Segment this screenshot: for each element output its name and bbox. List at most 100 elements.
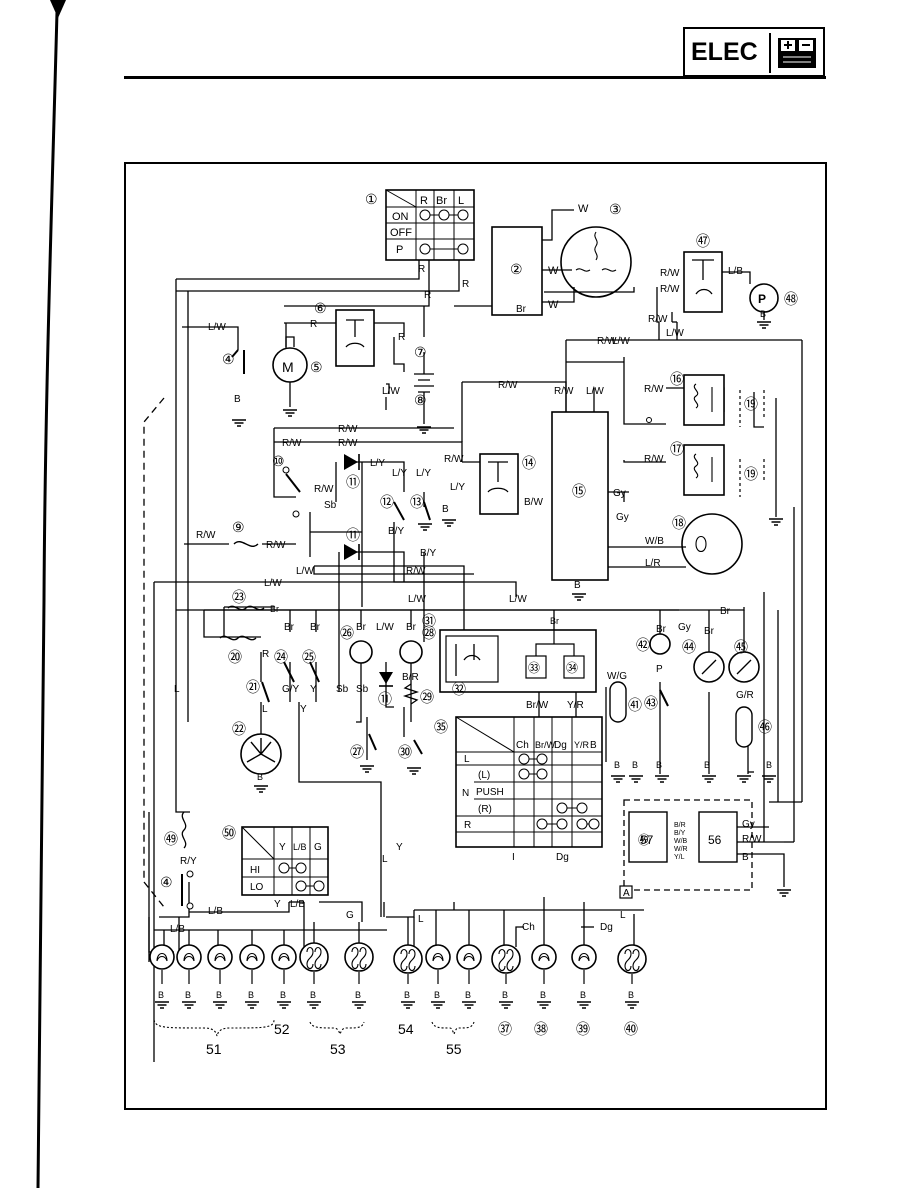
svg-text:L/B: L/B — [170, 924, 185, 935]
svg-text:B: B — [234, 394, 241, 405]
svg-text:P: P — [758, 292, 766, 306]
svg-text:W/G: W/G — [607, 671, 627, 682]
col-l: L — [458, 195, 464, 207]
row-lo: LO — [250, 882, 264, 893]
svg-text:Br/W: Br/W — [526, 700, 549, 711]
svg-text:②: ② — [510, 261, 523, 277]
svg-text:R/W: R/W — [266, 540, 286, 551]
svg-text:R/W: R/W — [597, 336, 617, 347]
svg-text:R/W: R/W — [644, 454, 664, 465]
svg-text:R/W: R/W — [554, 386, 574, 397]
svg-text:R: R — [462, 279, 469, 290]
svg-text:L/W: L/W — [586, 386, 604, 397]
row-paren-r: (R) — [478, 804, 492, 815]
svg-text:L/Y: L/Y — [416, 468, 431, 479]
svg-text:L/W: L/W — [208, 322, 226, 333]
svg-text:G/Y: G/Y — [282, 684, 300, 695]
svg-text:⑫: ⑫ — [380, 494, 394, 510]
svg-text:R: R — [424, 290, 431, 301]
component-number-1: ① — [365, 191, 378, 207]
svg-text:B: B — [760, 309, 766, 319]
svg-text:L/Y: L/Y — [450, 482, 465, 493]
svg-text:⑰: ⑰ — [670, 441, 684, 457]
svg-text:⑩: ⑩ — [272, 453, 285, 469]
col-yr: Y/R — [574, 740, 590, 750]
svg-text:B: B — [355, 990, 361, 1000]
svg-text:⑥: ⑥ — [314, 300, 327, 316]
svg-text:R/W: R/W — [648, 314, 668, 325]
svg-text:W: W — [548, 299, 559, 311]
svg-text:Dg: Dg — [600, 922, 613, 933]
svg-text:③: ③ — [609, 201, 622, 217]
svg-text:B: B — [310, 990, 316, 1000]
col-dg: Dg — [554, 740, 567, 751]
svg-text:Y/R: Y/R — [567, 700, 584, 711]
svg-text:Sb: Sb — [336, 684, 349, 695]
section-badge: ELEC — [683, 27, 825, 77]
inset-terminal-4: W/R — [674, 846, 688, 853]
component-number-50: ㊿ — [222, 825, 236, 841]
svg-text:Br: Br — [656, 624, 667, 635]
component-number-35: ㉟ — [434, 719, 448, 735]
svg-text:㉚: ㉚ — [398, 744, 412, 760]
svg-text:51: 51 — [206, 1041, 222, 1057]
svg-text:Br: Br — [720, 606, 731, 617]
svg-text:㉛: ㉛ — [422, 613, 436, 629]
svg-text:Y: Y — [300, 704, 307, 715]
turn-switch-table: ㉟ Ch Br/W Dg Y/R B L (L) N PUSH (R) R I … — [434, 716, 603, 863]
svg-text:Y: Y — [396, 842, 403, 853]
inset-label: A — [623, 888, 630, 899]
svg-text:㉕: ㉕ — [302, 649, 316, 665]
svg-text:B: B — [442, 504, 449, 515]
svg-text:Br: Br — [284, 622, 295, 633]
svg-text:R: R — [262, 649, 269, 660]
svg-text:⑳: ⑳ — [228, 649, 242, 665]
main-switch-table: ① R Br L ON OFF P — [365, 189, 475, 261]
row-r: R — [464, 820, 471, 831]
svg-text:R/W: R/W — [338, 438, 358, 449]
svg-text:R/W: R/W — [338, 424, 358, 435]
svg-text:L/W: L/W — [612, 336, 630, 347]
row-paren-l: (L) — [478, 770, 490, 781]
svg-text:㉒: ㉒ — [232, 721, 246, 737]
svg-text:㊷: ㊷ — [636, 637, 650, 653]
svg-text:L/W: L/W — [666, 328, 684, 339]
svg-text:B/Y: B/Y — [388, 526, 404, 537]
svg-text:㉔: ㉔ — [274, 649, 288, 665]
dimmer-switch-table: ㊿ Y L/B G HI LO — [222, 825, 329, 896]
svg-text:㉓: ㉓ — [232, 589, 246, 605]
svg-text:L: L — [620, 910, 626, 921]
svg-text:⑬: ⑬ — [410, 494, 424, 510]
svg-text:⑪: ⑪ — [346, 474, 360, 490]
svg-text:⑨: ⑨ — [232, 519, 245, 535]
svg-text:㊻: ㊻ — [758, 719, 772, 735]
svg-text:Br: Br — [270, 604, 279, 614]
svg-text:M: M — [282, 359, 294, 375]
svg-text:L/B: L/B — [208, 906, 223, 917]
svg-text:53: 53 — [330, 1041, 346, 1057]
svg-text:Br: Br — [550, 616, 559, 626]
svg-text:55: 55 — [446, 1041, 462, 1057]
svg-text:㊾: ㊾ — [164, 831, 178, 847]
svg-text:L/W: L/W — [376, 622, 394, 633]
svg-text:R: R — [418, 264, 425, 275]
svg-text:B: B — [580, 990, 586, 1000]
header-rule — [124, 76, 826, 79]
svg-text:L/W: L/W — [408, 594, 426, 605]
svg-text:㊴: ㊴ — [576, 1021, 590, 1037]
svg-text:⑤: ⑤ — [310, 359, 323, 375]
row-hi: HI — [250, 865, 260, 876]
svg-text:㉜: ㉜ — [452, 681, 466, 697]
svg-text:B: B — [656, 760, 662, 770]
svg-text:㉗: ㉗ — [350, 744, 364, 760]
svg-text:㊵: ㊵ — [624, 1021, 638, 1037]
svg-text:Sb: Sb — [324, 500, 337, 511]
svg-text:Gy: Gy — [616, 512, 629, 523]
svg-text:L/Y: L/Y — [392, 468, 407, 479]
svg-text:㊳: ㊳ — [534, 1021, 548, 1037]
svg-text:⑦: ⑦ — [414, 344, 427, 360]
inset-terminal-1: B/R — [674, 822, 686, 829]
svg-text:B: B — [574, 580, 581, 591]
svg-text:L/R: L/R — [645, 558, 661, 569]
inset-terminal-5: Y/L — [674, 854, 685, 861]
